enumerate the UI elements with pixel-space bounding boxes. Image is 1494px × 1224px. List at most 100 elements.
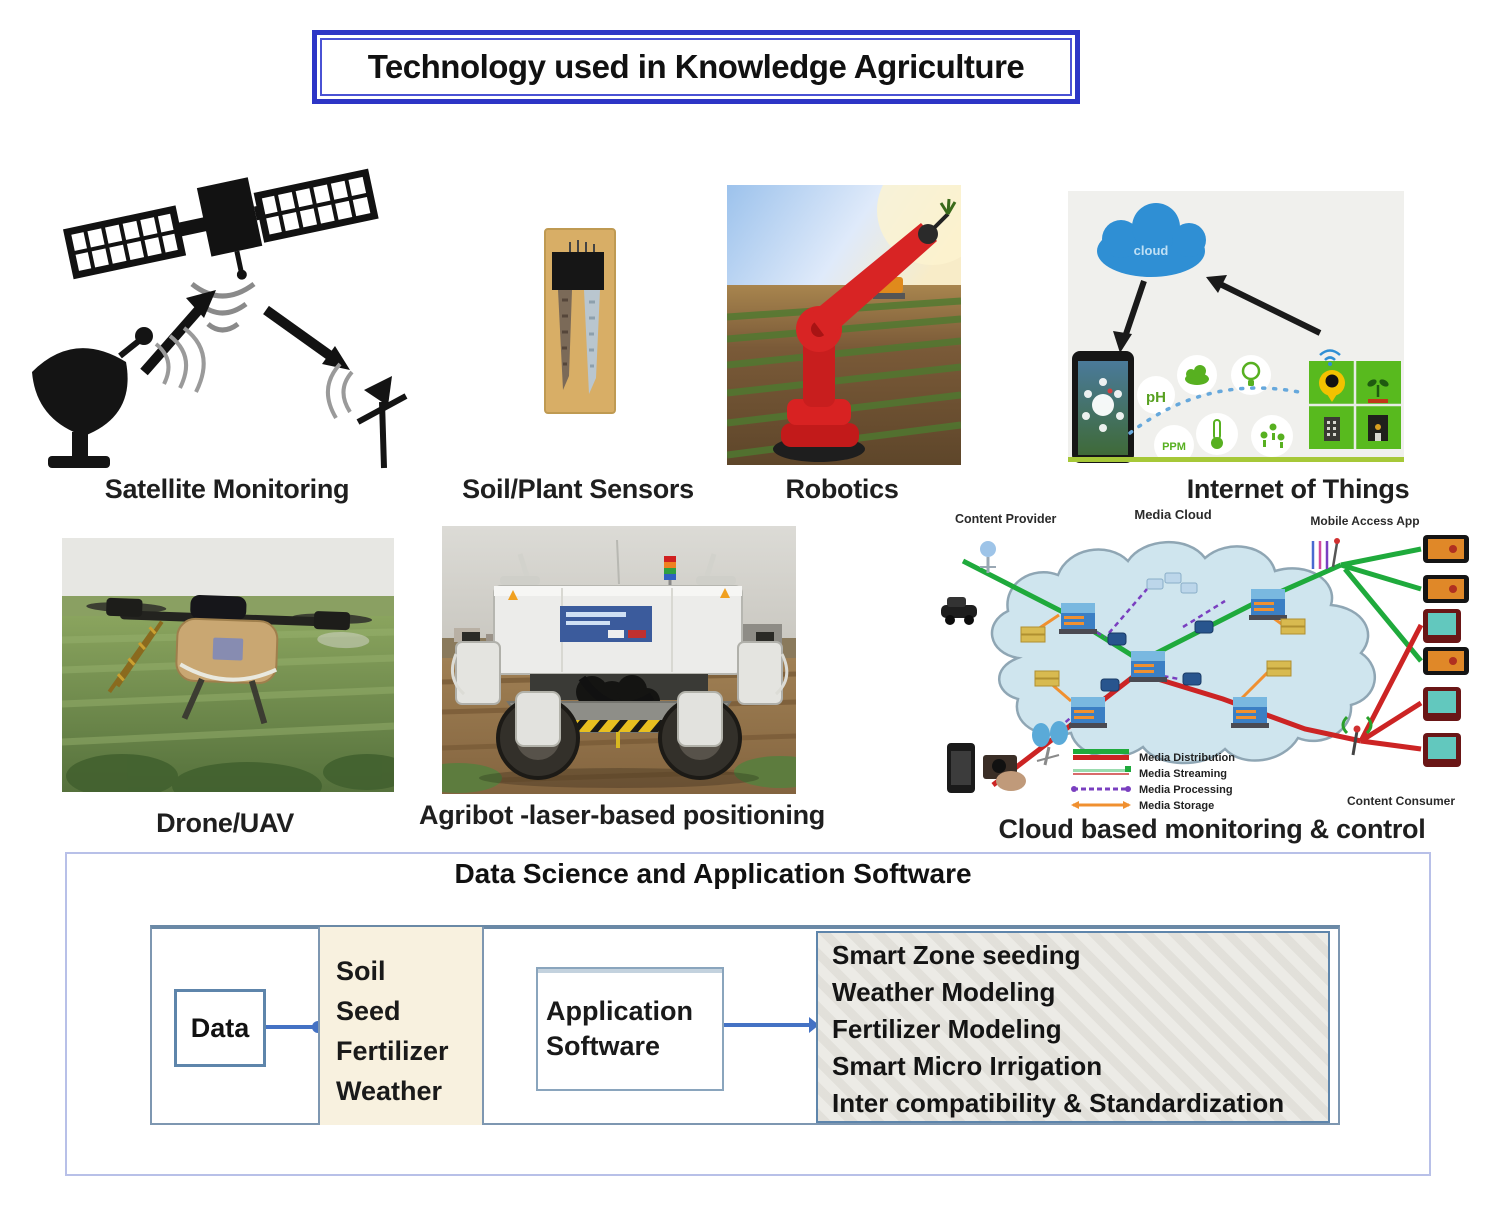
caption-drone-uav: Drone/UAV [156, 808, 294, 838]
agribot-illustration [442, 526, 796, 794]
spray-mist [317, 631, 370, 649]
data-science-title: Data Science and Application Software [454, 858, 972, 889]
caption-agribot: Agribot -laser-based positioning [419, 800, 825, 830]
side-unit-right [737, 632, 789, 705]
uplink-station-icon [1032, 721, 1068, 766]
robot-arm-icon [773, 198, 957, 462]
legend-processing-label: Media Processing [1139, 784, 1233, 796]
router-icons [1100, 620, 1214, 692]
flow-arrow-data-to-inputs [266, 1021, 324, 1033]
content-consumer-label: Content Consumer [1347, 794, 1455, 808]
data-flow-dotted-line [1128, 386, 1306, 435]
page-title: Technology used in Knowledge Agriculture [367, 48, 1025, 85]
data-science-section: Data Science and Application Software Da… [65, 852, 1431, 1176]
output-item-weather-modeling: Weather Modeling [832, 977, 1056, 1007]
outputs-box: Smart Zone seeding Weather Modeling Fert… [816, 931, 1330, 1123]
legend: Media Distribution Media Streaming Media… [1071, 749, 1235, 812]
caption-internet-of-things: Internet of Things [1186, 474, 1410, 504]
plant-icon [1367, 379, 1389, 403]
cloud-bubble-icon [1185, 365, 1209, 385]
barn-icon [1368, 415, 1388, 441]
ground-dish-icon [32, 327, 153, 468]
input-item-fertilizer: Fertilizer [336, 1036, 449, 1066]
sensor-prong-right [584, 290, 600, 394]
dish-signal-waves [154, 326, 206, 393]
output-item-smart-zone-seeding: Smart Zone seeding [832, 940, 1081, 970]
wheel-right [658, 691, 742, 780]
spray-boom [107, 620, 164, 694]
legend-distribution-label: Media Distribution [1139, 752, 1235, 764]
hazard-stripe [570, 720, 670, 748]
camcorder-hand-icon [983, 755, 1026, 791]
warning-triangle-right [720, 588, 730, 598]
ppm-bubble-label: PPM [1162, 441, 1186, 453]
iot-figure: cloud pH [1068, 185, 1404, 467]
receiver-signal-waves [326, 362, 354, 420]
input-item-weather: Weather [336, 1076, 443, 1106]
cloud-label: cloud [1134, 243, 1169, 258]
caption-soil-plant-sensors: Soil/Plant Sensors [462, 474, 694, 504]
flow-container: Data Soil Seed Fertilizer Weather Applic… [150, 925, 1340, 1125]
drone-icon [86, 594, 373, 725]
field-to-cloud-arrow [1206, 275, 1322, 336]
output-item-inter-compatibility: Inter compatibility & Standardization [832, 1088, 1285, 1118]
consumer-tower-icon [1341, 715, 1373, 756]
output-item-smart-micro-irrigation: Smart Micro Irrigation [832, 1051, 1103, 1081]
soil-sensor-illustration [544, 228, 616, 414]
drone-figure [62, 538, 394, 792]
location-pin-icon [1319, 370, 1345, 402]
robotics-illustration [727, 185, 961, 465]
name-plate [560, 606, 652, 642]
cloud-monitoring-figure: Content Provider Media Cloud Mobile Acce… [933, 503, 1491, 813]
caption-satellite-monitoring: Satellite Monitoring [104, 474, 350, 504]
satellite-monitoring-illustration [32, 168, 408, 469]
wifi-icon [1319, 349, 1341, 366]
sensor-module [552, 252, 604, 290]
consumer-device-icons [1423, 535, 1469, 767]
cloud-icon: cloud [1097, 203, 1206, 277]
smart-field-grid [1309, 349, 1401, 449]
building-icon [1324, 417, 1340, 441]
green-patch-right [734, 756, 796, 788]
agribot-figure [442, 526, 796, 794]
output-item-fertilizer-modeling: Fertilizer Modeling [832, 1014, 1062, 1044]
flow-arrow-app-to-outputs [724, 1017, 819, 1033]
soil-sensor-figure [542, 226, 618, 416]
capture-phone-icon [947, 743, 975, 793]
thermometer-bubble-icon [1211, 419, 1223, 449]
media-server-icons [1059, 589, 1287, 728]
bulb-bubble-icon [1241, 361, 1261, 386]
application-software-box: Application Software [536, 967, 724, 1091]
mobile-access-label: Mobile Access App [1310, 514, 1419, 528]
car-icon [941, 597, 977, 625]
warning-triangle-left [508, 590, 518, 600]
caption-cloud-monitoring: Cloud based monitoring & control [998, 814, 1426, 844]
downlink-arrow [263, 305, 350, 370]
switch-cluster [1146, 572, 1198, 594]
legend-storage-label: Media Storage [1139, 800, 1214, 812]
foreground-bushes [66, 754, 394, 792]
storage-icons [1020, 618, 1306, 687]
arrow-head [809, 1017, 819, 1033]
caption-robotics: Robotics [785, 474, 899, 504]
media-cloud-label: Media Cloud [1134, 507, 1211, 522]
drone-illustration [62, 538, 394, 792]
satellite-monitoring-figure [8, 158, 440, 470]
iot-illustration: cloud pH [1068, 191, 1404, 465]
content-provider-label: Content Provider [955, 512, 1057, 526]
wheel-left [496, 691, 580, 780]
satellite-icon [63, 168, 379, 280]
title-box: Technology used in Knowledge Agriculture [312, 30, 1080, 104]
rain-bubble-icon [1260, 423, 1285, 448]
plant-sample [939, 198, 957, 215]
sensor-bubbles: pH PPM [1137, 355, 1293, 465]
green-patch-left [442, 763, 502, 793]
receiver-antenna-icon [356, 376, 408, 469]
ph-bubble-label: pH [1146, 389, 1166, 406]
agribot-robot-icon [450, 539, 789, 780]
sensor-pins [569, 240, 595, 252]
robotics-figure [727, 185, 961, 465]
input-item-seed: Seed [336, 996, 401, 1026]
access-tower-top [1311, 538, 1340, 569]
